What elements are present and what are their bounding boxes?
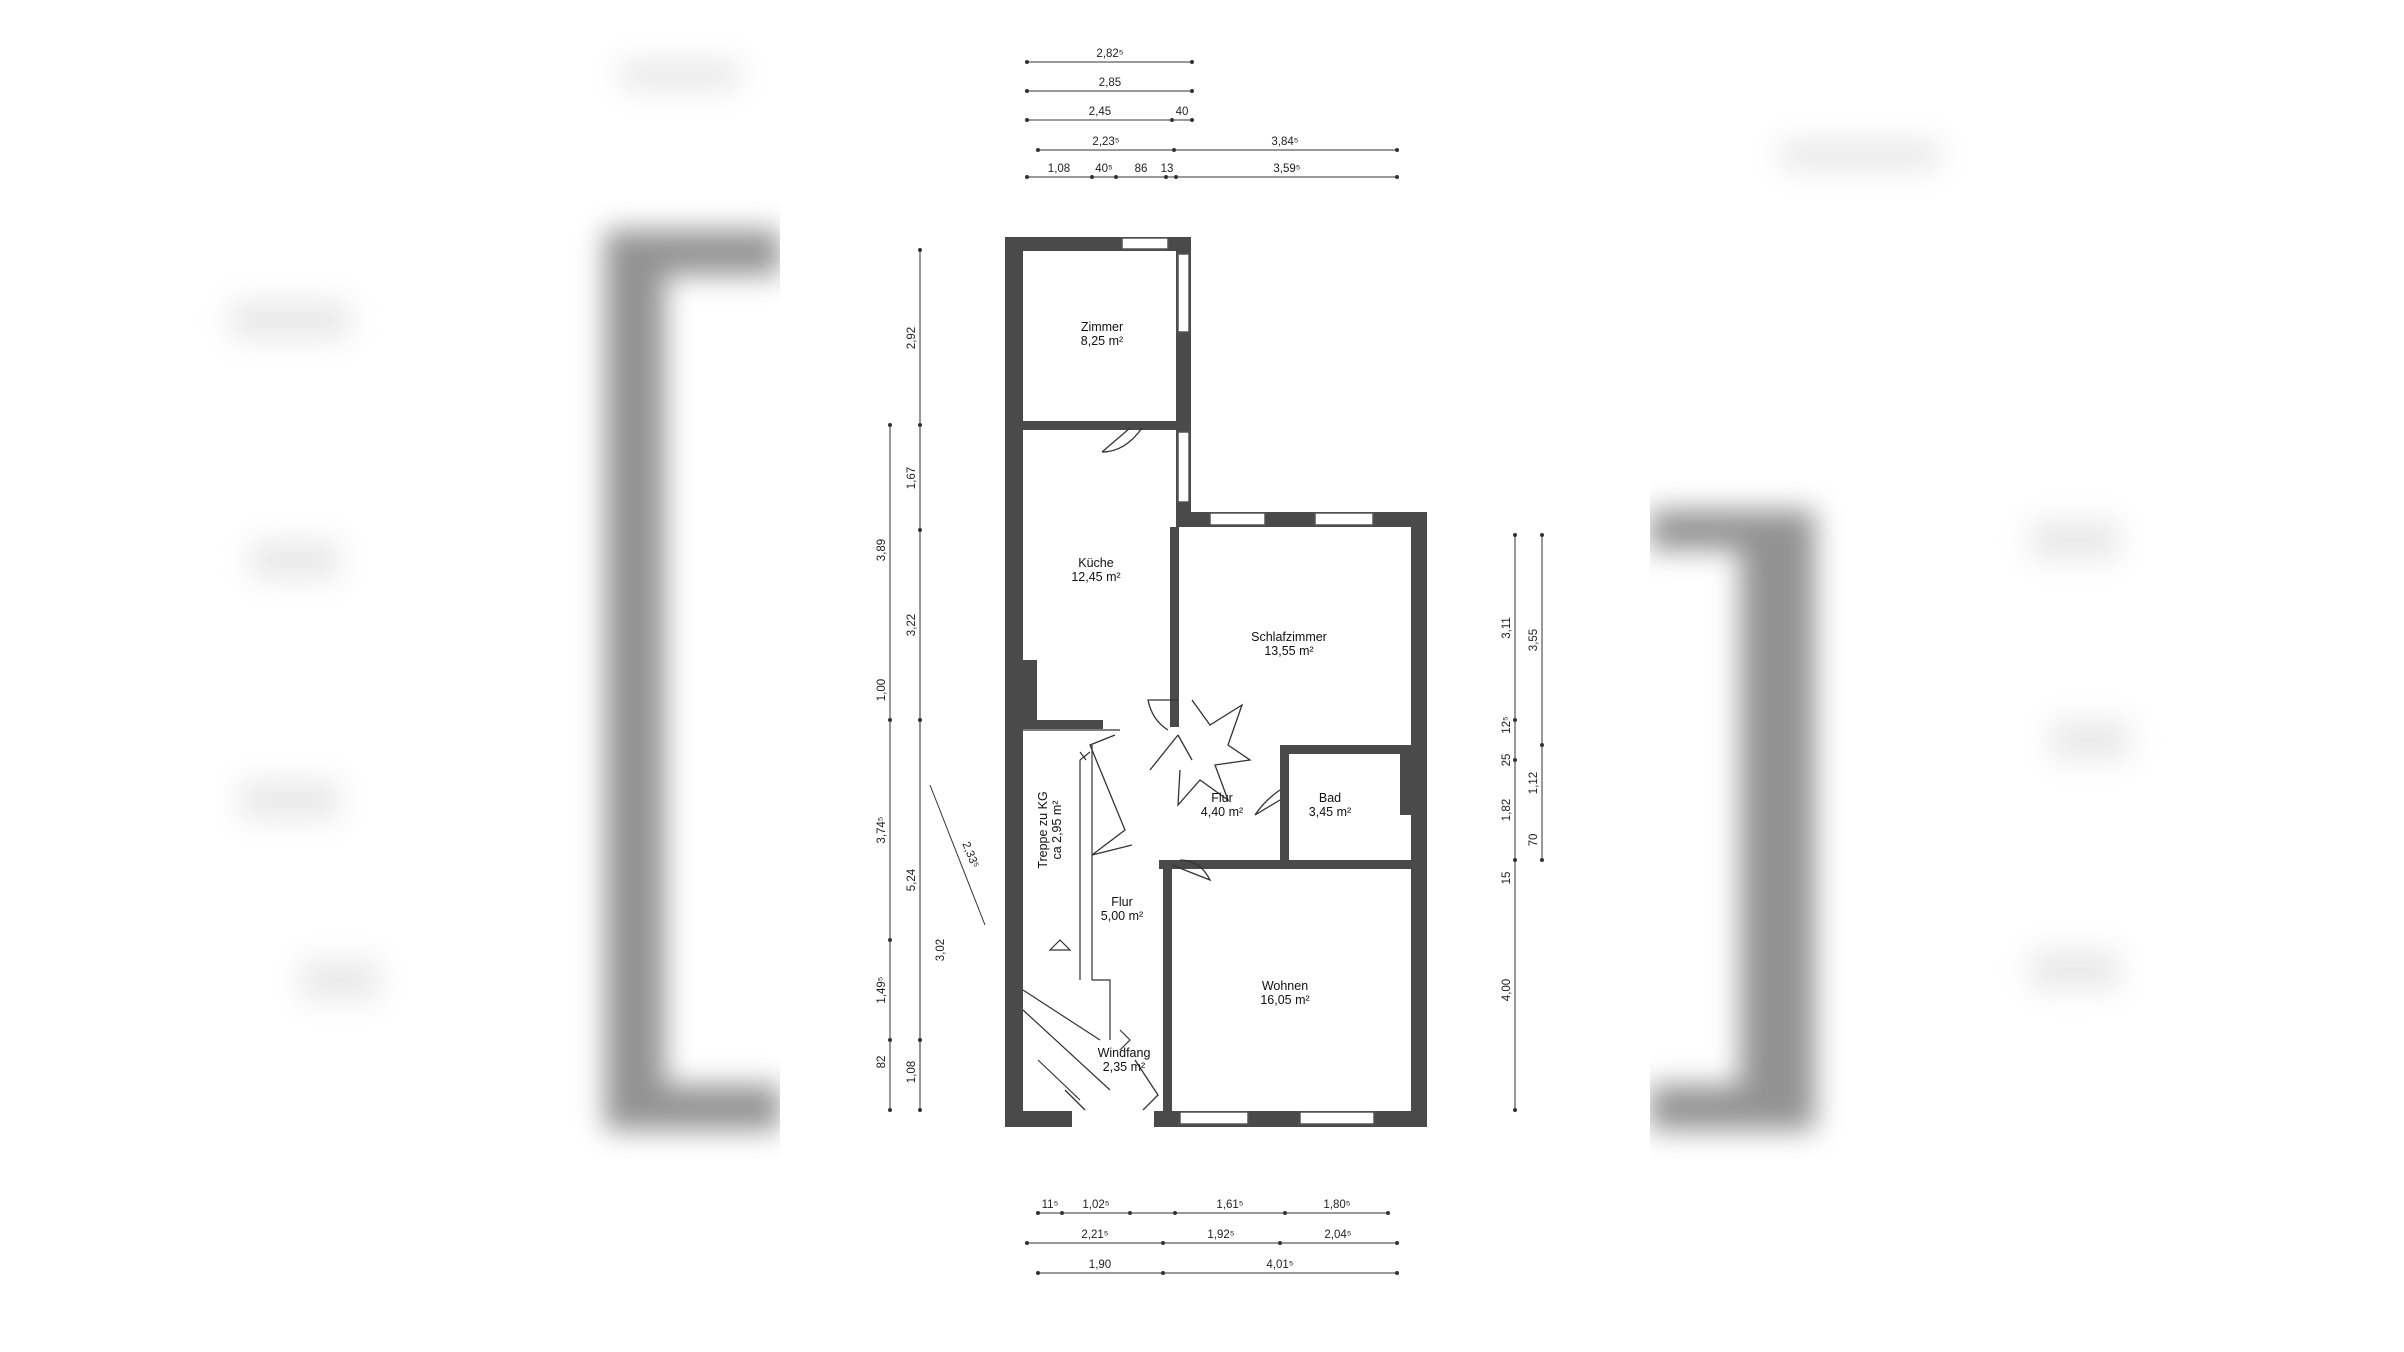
dim-right: 4,00 xyxy=(1501,978,1513,1002)
floor-plan-drawing xyxy=(888,60,1544,1275)
dim-bottom: 1,61⁵ xyxy=(1216,1199,1244,1211)
room-name: Treppe zu KG xyxy=(1036,791,1050,869)
dim-bottom: 2,21⁵ xyxy=(1081,1229,1109,1241)
dim-top: 86 xyxy=(1134,163,1148,175)
doors xyxy=(1064,427,1281,1111)
dim-left: 3,74⁵ xyxy=(876,816,888,844)
dim-bottom: 11⁵ xyxy=(1041,1199,1059,1211)
room-label-windfang: Windfang 2,35 m² xyxy=(1098,1046,1151,1074)
dim-top: 3,59⁵ xyxy=(1273,163,1301,175)
room-label-treppe: Treppe zu KG ca 2,95 m² xyxy=(1036,791,1064,868)
dim-right: 1,82 xyxy=(1501,798,1513,822)
dim-bottom: 1,80⁵ xyxy=(1323,1199,1351,1211)
dim-top: 3,84⁵ xyxy=(1271,136,1299,148)
floor-plan: Zimmer 8,25 m² Küche 12,45 m² Schlafzimm… xyxy=(780,0,1650,1352)
room-area: 12,45 m² xyxy=(1071,570,1121,584)
room-area: 4,40 m² xyxy=(1200,805,1244,819)
room-name: Bad xyxy=(1318,791,1342,805)
room-name: Windfang xyxy=(1097,1046,1151,1060)
dim-top: 2,45 xyxy=(1088,106,1112,118)
dim-right: 3,55 xyxy=(1528,628,1540,652)
room-name: Zimmer xyxy=(1080,320,1124,334)
dim-bottom: 1,92⁵ xyxy=(1207,1229,1235,1241)
dim-bottom: 2,04⁵ xyxy=(1324,1229,1352,1241)
room-area: ca 2,95 m² xyxy=(1050,800,1064,860)
room-area: 5,00 m² xyxy=(1100,909,1144,923)
dim-top: 13 xyxy=(1160,163,1174,175)
room-label-kueche: Küche 12,45 m² xyxy=(1071,556,1120,584)
room-label-wohnen: Wohnen 16,05 m² xyxy=(1260,979,1309,1007)
dimension-ticks xyxy=(888,60,1544,1275)
dim-left: 3,02 xyxy=(935,938,947,962)
dim-left: 82 xyxy=(876,1055,888,1069)
room-name: Wohnen xyxy=(1261,979,1309,993)
dim-right: 70 xyxy=(1528,833,1540,847)
stair xyxy=(1022,729,1131,1101)
dim-left: 1,67 xyxy=(906,466,918,490)
room-label-zimmer: Zimmer 8,25 m² xyxy=(1081,320,1123,348)
dim-right: 25 xyxy=(1501,753,1513,767)
dim-right: 15 xyxy=(1501,871,1513,885)
dim-top: 1,08 xyxy=(1047,163,1071,175)
room-name: Küche xyxy=(1078,556,1114,570)
dim-left: 3,22 xyxy=(906,613,918,637)
dim-left: 3,89 xyxy=(876,538,888,562)
dim-top: 2,85 xyxy=(1098,77,1122,89)
room-label-bad: Bad 3,45 m² xyxy=(1309,791,1351,819)
room-area: 2,35 m² xyxy=(1102,1060,1146,1074)
blurred-background-left xyxy=(0,0,780,1352)
room-label-schlafzimmer: Schlafzimmer 13,55 m² xyxy=(1251,630,1327,658)
blurred-background-right xyxy=(1650,0,2404,1352)
dimension-lines xyxy=(889,61,1543,1274)
walls xyxy=(1005,237,1427,1127)
dim-right: 1,12 xyxy=(1528,771,1540,795)
room-name: Schlafzimmer xyxy=(1251,630,1327,644)
dim-right: 12⁵ xyxy=(1501,716,1513,734)
room-area: 8,25 m² xyxy=(1080,334,1124,348)
dim-right: 3,11 xyxy=(1501,617,1513,639)
dim-bottom: 4,01⁵ xyxy=(1266,1259,1294,1271)
dim-left: 1,49⁵ xyxy=(876,976,888,1004)
dim-top: 2,82⁵ xyxy=(1096,48,1124,60)
dim-left: 1,08 xyxy=(906,1060,918,1084)
windows xyxy=(1121,237,1375,1125)
dim-left: 1,00 xyxy=(876,678,888,702)
entrance-opening xyxy=(1072,1109,1154,1129)
dim-left: 2,92 xyxy=(906,326,918,350)
room-label-flur-upper: Flur 4,40 m² xyxy=(1201,791,1243,819)
dim-left: 5,24 xyxy=(906,868,918,892)
dim-top: 2,23⁵ xyxy=(1092,136,1120,148)
room-area: 16,05 m² xyxy=(1260,993,1310,1007)
dim-top: 40⁵ xyxy=(1095,163,1113,175)
dim-top: 40 xyxy=(1175,106,1189,118)
room-label-flur-lower: Flur 5,00 m² xyxy=(1101,895,1143,923)
room-area: 13,55 m² xyxy=(1264,644,1314,658)
room-name: Flur xyxy=(1111,895,1133,909)
room-name: Flur xyxy=(1211,791,1233,805)
dim-bottom: 1,02⁵ xyxy=(1082,1199,1110,1211)
room-area: 3,45 m² xyxy=(1308,805,1352,819)
dim-bottom: 1,90 xyxy=(1088,1259,1112,1271)
